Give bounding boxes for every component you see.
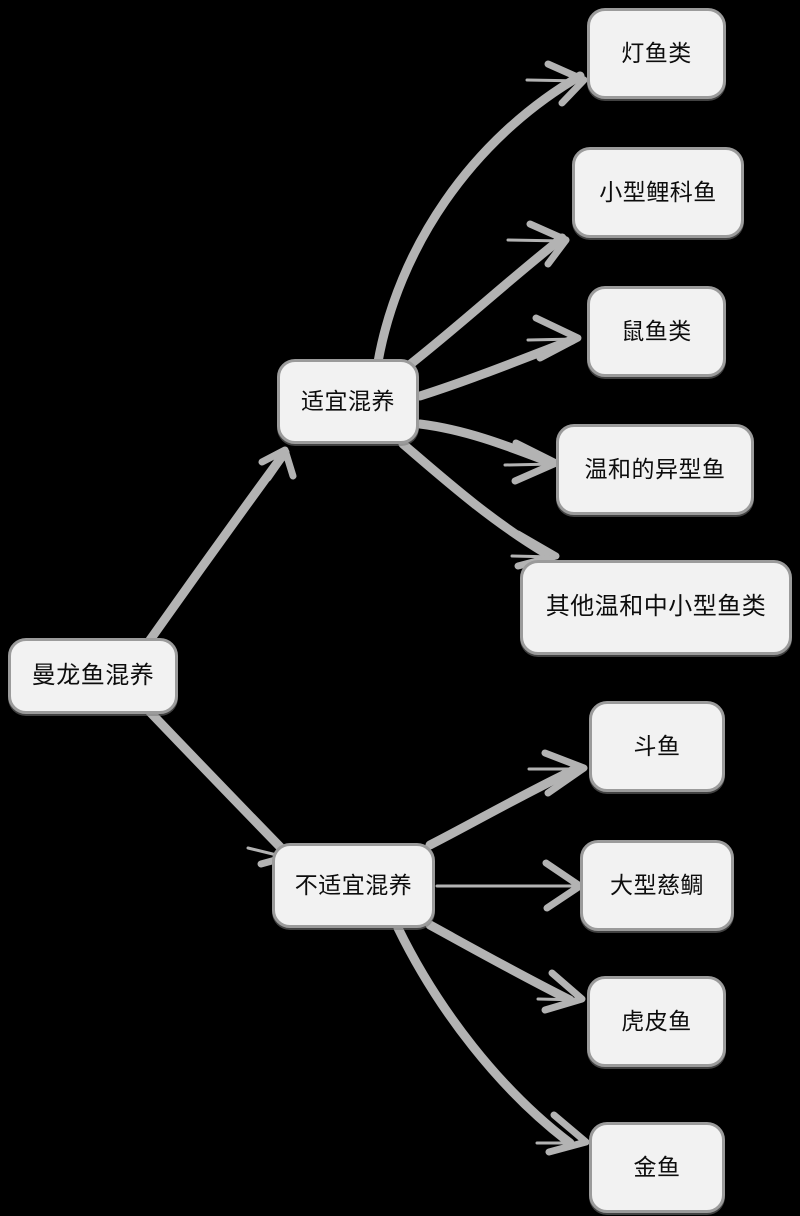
node-leaf-light-fish-label: 灯鱼类 bbox=[621, 39, 692, 66]
node-leaf-gentle-pleco[interactable]: 温和的异型鱼 bbox=[556, 424, 754, 515]
node-leaf-other-gentle-label: 其他温和中小型鱼类 bbox=[545, 593, 767, 621]
node-unsuitable[interactable]: 不适宜混养 bbox=[272, 843, 435, 928]
node-leaf-other-gentle[interactable]: 其他温和中小型鱼类 bbox=[520, 560, 792, 655]
node-root[interactable]: 曼龙鱼混养 bbox=[8, 638, 178, 714]
node-suitable[interactable]: 适宜混养 bbox=[277, 359, 419, 444]
edge-suitable-to-small-cyprinid bbox=[393, 233, 567, 379]
edge-unsuitable-to-tiger-barb bbox=[425, 920, 575, 1005]
node-leaf-cory[interactable]: 鼠鱼类 bbox=[587, 286, 726, 377]
edge-unsuitable-to-betta bbox=[425, 763, 583, 850]
node-leaf-light-fish[interactable]: 灯鱼类 bbox=[587, 8, 726, 99]
arrowhead-gentle-pleco bbox=[503, 439, 560, 485]
edge-suitable-to-gentle-pleco bbox=[415, 419, 557, 468]
node-leaf-goldfish-label: 金鱼 bbox=[633, 1153, 681, 1180]
arrowhead-goldfish bbox=[535, 1111, 590, 1156]
arrowhead-betta bbox=[527, 749, 588, 797]
node-leaf-large-cichlid-label: 大型慈鲷 bbox=[610, 871, 704, 898]
arrowhead-cory bbox=[526, 314, 582, 362]
edge-suitable-to-cory bbox=[415, 335, 577, 401]
node-unsuitable-label: 不适宜混养 bbox=[294, 871, 413, 898]
edge-suitable-to-light-fish bbox=[373, 71, 585, 367]
arrowhead-tiger-barb bbox=[536, 969, 586, 1014]
arrowhead-suitable bbox=[258, 446, 297, 482]
node-leaf-goldfish[interactable]: 金鱼 bbox=[589, 1122, 725, 1213]
edge-root-to-suitable bbox=[145, 450, 288, 645]
node-leaf-small-cyprinid[interactable]: 小型鲤科鱼 bbox=[572, 147, 744, 238]
node-suitable-label: 适宜混养 bbox=[301, 387, 395, 414]
edge-unsuitable-to-goldfish bbox=[393, 923, 575, 1148]
node-leaf-small-cyprinid-label: 小型鲤科鱼 bbox=[599, 178, 717, 205]
node-leaf-betta-label: 斗鱼 bbox=[633, 732, 681, 759]
node-leaf-cory-label: 鼠鱼类 bbox=[621, 317, 692, 344]
node-root-label: 曼龙鱼混养 bbox=[31, 661, 155, 689]
node-leaf-tiger-barb[interactable]: 虎皮鱼 bbox=[587, 976, 726, 1067]
edge-root-to-unsuitable bbox=[145, 707, 291, 858]
node-leaf-gentle-pleco-label: 温和的异型鱼 bbox=[584, 455, 726, 482]
arrowhead-small-cyprinid bbox=[506, 220, 570, 268]
arrowhead-large-cichlid bbox=[538, 859, 584, 912]
node-leaf-tiger-barb-label: 虎皮鱼 bbox=[621, 1007, 692, 1034]
edge-suitable-to-other-gentle bbox=[398, 439, 550, 558]
node-leaf-betta[interactable]: 斗鱼 bbox=[589, 701, 725, 792]
node-leaf-large-cichlid[interactable]: 大型慈鲷 bbox=[580, 840, 734, 931]
arrowhead-light-fish bbox=[525, 60, 588, 107]
